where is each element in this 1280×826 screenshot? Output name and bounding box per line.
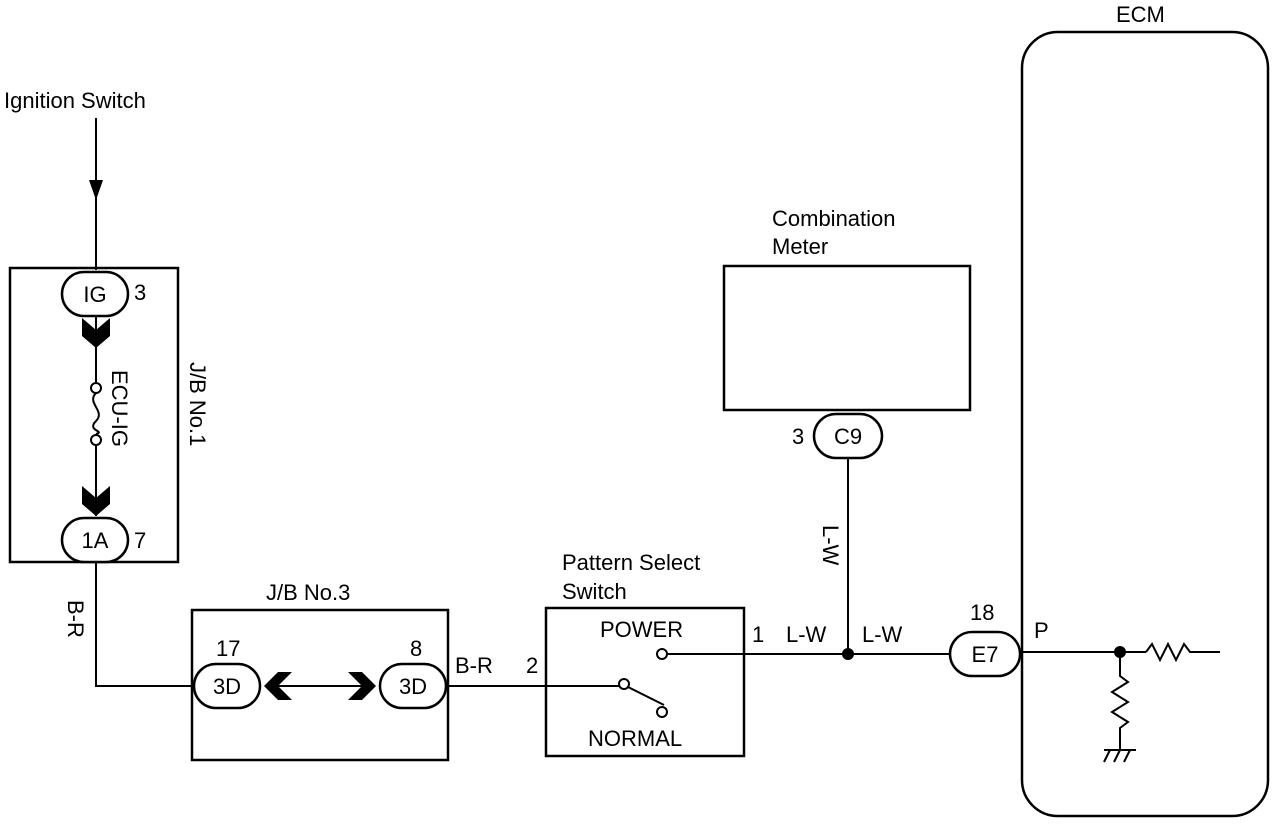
c9-connector-pin: 3	[792, 424, 804, 449]
switch-power-contact-icon	[656, 648, 668, 660]
ignition-switch-label: Ignition Switch	[4, 88, 146, 113]
combination-meter-box	[722, 264, 972, 412]
pattern-switch-label-line2: Switch	[562, 579, 627, 604]
br-wire-jb1-jb3	[95, 562, 196, 687]
e7-connector	[948, 630, 1022, 678]
3d-connector-in	[192, 662, 262, 710]
pulldown-resistor-icon	[1110, 652, 1130, 750]
jb3-out-pin: 8	[410, 636, 422, 661]
e7-connector-name: E7	[972, 642, 999, 667]
lw-wire-label-1: L-W	[786, 622, 827, 647]
pullup-resistor-icon	[1145, 641, 1220, 663]
ig-connector-pin: 3	[134, 280, 146, 305]
br-wire-label: B-R	[63, 600, 88, 638]
terminal-left-icon	[264, 672, 292, 700]
terminal-male-icon	[82, 486, 110, 516]
switch-normal-contact-icon	[656, 706, 668, 718]
switch-normal-label: NORMAL	[588, 726, 682, 751]
e7-connector-pin: 18	[970, 600, 994, 625]
1a-connector-name: 1A	[82, 528, 109, 553]
jb1-label: J/B No.1	[185, 362, 210, 446]
ecm-label: ECM	[1116, 2, 1165, 27]
lw-wire-label-2: L-W	[862, 622, 903, 647]
combination-meter-label-line2: Meter	[772, 234, 828, 259]
ground-icon	[1103, 749, 1136, 763]
3d-connector-out-name: 3D	[399, 674, 427, 699]
switch-pin-2: 2	[526, 653, 538, 678]
jb3-label: J/B No.3	[266, 580, 350, 605]
3d-connector-in-name: 3D	[213, 674, 241, 699]
pattern-switch-box	[544, 606, 746, 758]
fuse-label: ECU-IG	[107, 370, 132, 447]
1a-connector-pin: 7	[134, 528, 146, 553]
switch-power-label: POWER	[600, 617, 683, 642]
lw-wire-label-meter: L-W	[818, 525, 843, 566]
jb3-in-pin: 17	[216, 636, 240, 661]
c9-connector-name: C9	[834, 424, 862, 449]
terminal-right-icon	[348, 672, 376, 700]
switch-blade	[627, 686, 665, 706]
combination-meter-label-line1: Combination	[772, 206, 896, 231]
ecm-terminal-p: P	[1034, 618, 1049, 643]
terminal-female-icon	[82, 318, 110, 348]
ig-connector-name: IG	[83, 282, 106, 307]
fuse-terminal-icon	[90, 434, 102, 446]
switch-pin-1: 1	[752, 622, 764, 647]
pattern-switch-label-line1: Pattern Select	[562, 550, 700, 575]
feed-arrow-icon	[89, 180, 103, 200]
fuse-terminal-icon	[90, 382, 102, 394]
switch-common-contact-icon	[618, 678, 630, 690]
br-wire-label-2: B-R	[455, 653, 493, 678]
ecm-box	[1020, 30, 1270, 818]
fuse-icon	[92, 392, 100, 435]
